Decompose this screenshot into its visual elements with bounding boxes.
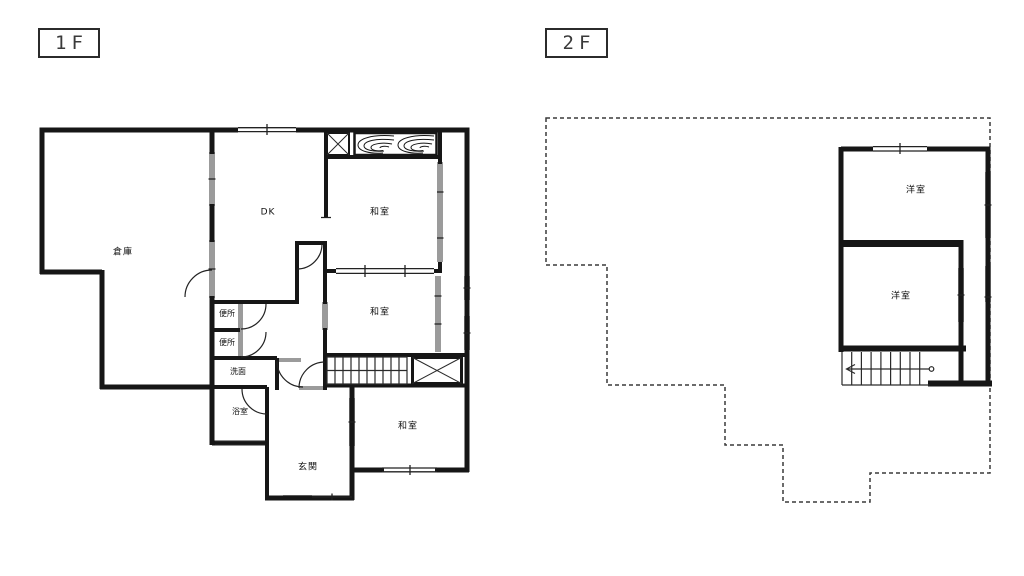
f1-plan [39,124,471,501]
room-label-entrance: 玄関 [297,462,319,473]
room-label-washitsu-bottom: 和室 [397,421,419,432]
f2-footprint-outline [545,117,991,503]
f1-closet-x-top [326,132,350,156]
f1-outer-walls [39,127,470,501]
room-label-bathroom: 浴室 [232,407,248,416]
floor-tag-1f: 1F [38,28,100,58]
f1-closet-x-lower [411,356,463,385]
f1-inner-walls [212,130,469,500]
room-label-western-bottom: 洋室 [890,291,912,302]
room-label-washitsu-top: 和室 [369,207,391,218]
f2-stairs [841,352,935,386]
f1-door-arcs [184,243,326,415]
stairs-direction-arrow [845,363,935,375]
f1-openings [209,152,470,500]
room-label-toilet-lower: 便所 [219,338,235,347]
room-label-toilet-upper: 便所 [219,309,235,318]
f2-bottom-walls [841,345,992,387]
room-label-washitsu-mid: 和室 [369,307,391,318]
room-label-storage: 倉庫 [112,247,134,258]
f2-window-lines [873,143,992,298]
f2-walls [838,146,991,385]
swirl-motif [357,135,435,154]
f2-plan [545,117,992,503]
room-label-western-top: 洋室 [905,185,927,196]
floor-tag-2f: 2F [545,28,608,58]
f1-stairs [326,356,408,385]
f1-window-lines [208,124,471,501]
room-label-dk: DK [260,207,276,218]
f1-closet-futon [353,131,438,157]
room-label-washroom: 洗面 [230,367,246,376]
